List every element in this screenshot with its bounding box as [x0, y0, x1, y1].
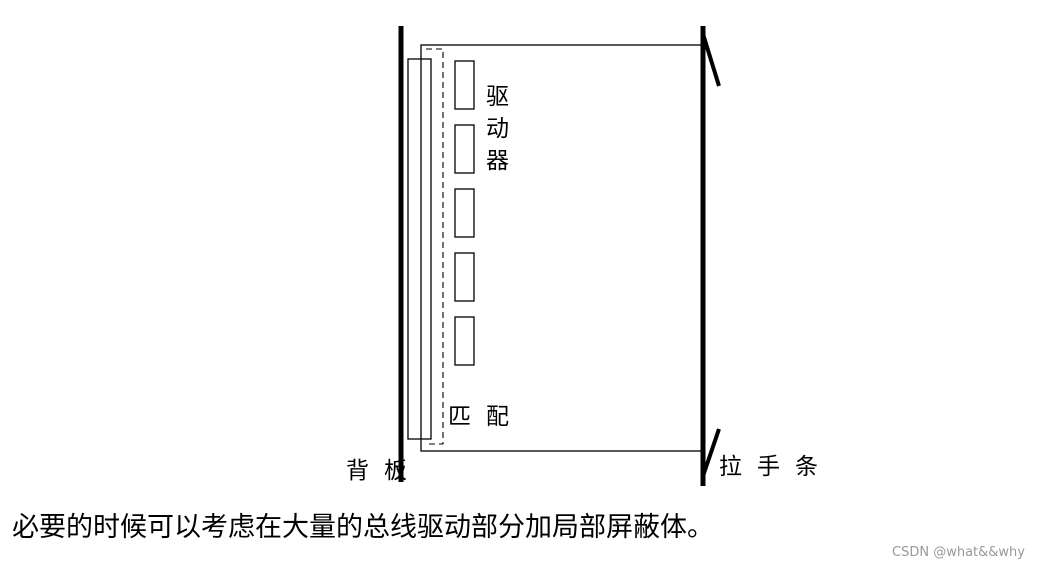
match-label-char: 匹 — [448, 404, 471, 430]
driver-chip — [454, 188, 475, 238]
driver-chip — [454, 124, 475, 174]
top-handle-tick — [701, 33, 721, 87]
shield-dashed-outline — [426, 48, 444, 445]
backplane-label: 背 板 — [346, 458, 407, 484]
driver-label-char: 驱 — [486, 84, 509, 110]
driver-chip — [454, 252, 475, 302]
csdn-watermark: CSDN @what&&why — [892, 545, 1025, 560]
match-label-char: 配 — [486, 404, 509, 430]
caption-text: 必要的时候可以考虑在大量的总线驱动部分加局部屏蔽体。 — [12, 512, 714, 543]
handle-label-char: 条 — [795, 454, 818, 480]
driver-label-char: 器 — [486, 148, 509, 174]
connector-strip — [407, 58, 432, 440]
driver-label: 驱 动 器 — [486, 84, 509, 174]
bottom-handle-tick — [701, 428, 721, 477]
handle-label: 拉 手 条 — [719, 454, 818, 480]
handle-label-char: 手 — [757, 454, 780, 480]
driver-label-char: 动 — [486, 116, 509, 142]
driver-chips — [454, 60, 475, 366]
match-label: 匹 配 — [448, 404, 509, 430]
backplane-label-char: 背 — [346, 458, 369, 484]
backplane-label-char: 板 — [384, 458, 407, 484]
driver-chip — [454, 60, 475, 110]
board-outline — [420, 44, 704, 452]
backplane-board-diagram: 驱 动 器 匹 配 背 板 拉 手 条 — [346, 26, 818, 486]
driver-chip — [454, 316, 475, 366]
handle-label-char: 拉 — [719, 454, 742, 480]
